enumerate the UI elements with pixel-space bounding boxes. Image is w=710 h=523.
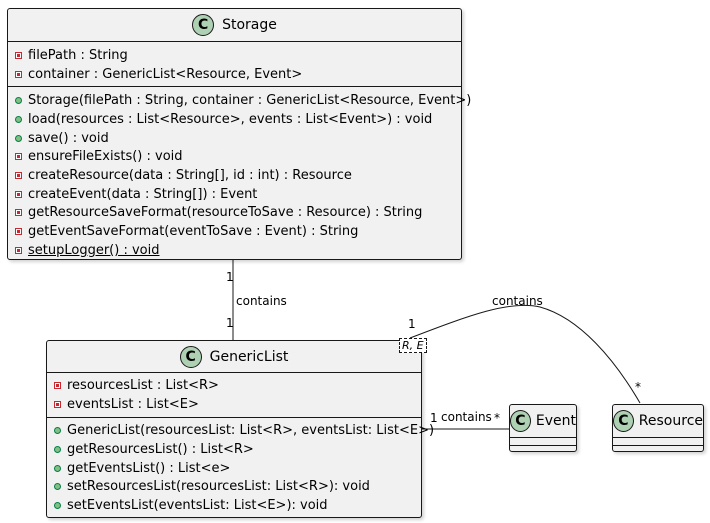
storage-method: createEvent(data : String[]) : Event	[8, 185, 461, 204]
resource-header: C Resource	[613, 405, 703, 437]
private-visibility-icon	[15, 246, 22, 254]
public-visibility-icon	[54, 445, 61, 453]
genericlist-class: C GenericList resourcesList : List<R> ev…	[46, 340, 434, 518]
storage-method: save() : void	[8, 129, 461, 148]
event-methods	[510, 445, 576, 446]
genericlist-method: getEventsList() : List<e>	[47, 459, 421, 478]
private-visibility-icon	[15, 190, 22, 198]
private-visibility-icon	[15, 153, 22, 161]
storage-class-name: Storage	[222, 17, 277, 33]
genericlist-resource-label: contains	[492, 294, 543, 308]
genericlist-event-to-multiplicity: *	[494, 411, 500, 425]
public-visibility-icon	[54, 501, 61, 509]
storage-multiplicity: 1	[226, 270, 234, 284]
private-visibility-icon	[15, 51, 22, 59]
storage-method: createResource(data : String[], id : int…	[8, 166, 461, 185]
storage-fields: filePath : String container : GenericLis…	[8, 41, 461, 86]
private-visibility-icon	[54, 381, 61, 389]
private-visibility-icon	[54, 400, 61, 408]
storage-method: load(resources : List<Resource>, events …	[8, 110, 461, 129]
storage-method: getResourceSaveFormat(resourceToSave : R…	[8, 204, 461, 223]
genericlist-class-name: GenericList	[209, 348, 289, 365]
genericlist-method: getResourcesList() : List<R>	[47, 440, 421, 459]
genericlist-header: C GenericList	[47, 341, 421, 372]
resource-class: C Resource	[612, 404, 704, 452]
public-visibility-icon	[15, 134, 22, 142]
storage-method: Storage(filePath : String, container : G…	[8, 91, 471, 110]
genericlist-resource-from-multiplicity: 1	[408, 317, 416, 331]
genericlist-method: setEventsList(eventsList: List<E>): void	[47, 496, 421, 515]
event-header: C Event	[510, 405, 576, 437]
type-parameters-label: R, E	[399, 338, 427, 353]
resource-methods	[613, 445, 703, 446]
class-stereotype-icon: C	[510, 410, 531, 432]
genericlist-field: eventsList : List<E>	[47, 395, 421, 414]
genericlist-method: GenericList(resourcesList: List<R>, even…	[47, 421, 434, 440]
private-visibility-icon	[15, 70, 22, 78]
private-visibility-icon	[15, 228, 22, 236]
resource-fields	[613, 437, 703, 445]
storage-method: ensureFileExists() : void	[8, 147, 461, 166]
public-visibility-icon	[54, 483, 61, 491]
storage-field: filePath : String	[8, 46, 461, 65]
storage-field: container : GenericList<Resource, Event>	[8, 65, 461, 84]
storage-method: getEventSaveFormat(eventToSave : Event) …	[8, 222, 461, 241]
private-visibility-icon	[15, 171, 22, 179]
genericlist-event-from-multiplicity: 1	[430, 411, 438, 425]
event-class: C Event	[509, 404, 577, 452]
public-visibility-icon	[54, 464, 61, 472]
genericlist-resource-to-multiplicity: *	[635, 380, 641, 394]
resource-class-name: Resource	[638, 413, 703, 429]
private-visibility-icon	[15, 209, 22, 217]
public-visibility-icon	[15, 115, 22, 123]
storage-header: C Storage	[8, 9, 461, 41]
public-visibility-icon	[15, 97, 22, 105]
genericlist-method: setResourcesList(resourcesList: List<R>)…	[47, 477, 421, 496]
genericlist-field: resourcesList : List<R>	[47, 376, 421, 395]
class-stereotype-icon: C	[613, 410, 634, 432]
storage-method-static: setupLogger() : void	[8, 241, 461, 260]
genericlist-fields: resourcesList : List<R> eventsList : Lis…	[47, 372, 421, 417]
public-visibility-icon	[54, 427, 61, 435]
storage-methods: Storage(filePath : String, container : G…	[8, 86, 471, 260]
storage-class: C Storage filePath : String container : …	[7, 8, 471, 260]
event-class-name: Event	[535, 413, 576, 429]
genericlist-event-label: contains	[441, 410, 492, 424]
class-stereotype-icon: C	[192, 14, 215, 36]
storage-genericlist-label: contains	[236, 294, 287, 308]
genericlist-resource-line	[409, 304, 641, 404]
genericlist-methods: GenericList(resourcesList: List<R>, even…	[47, 417, 434, 515]
event-fields	[510, 437, 576, 445]
genericlist-multiplicity: 1	[226, 316, 234, 330]
class-stereotype-icon: C	[179, 345, 202, 368]
